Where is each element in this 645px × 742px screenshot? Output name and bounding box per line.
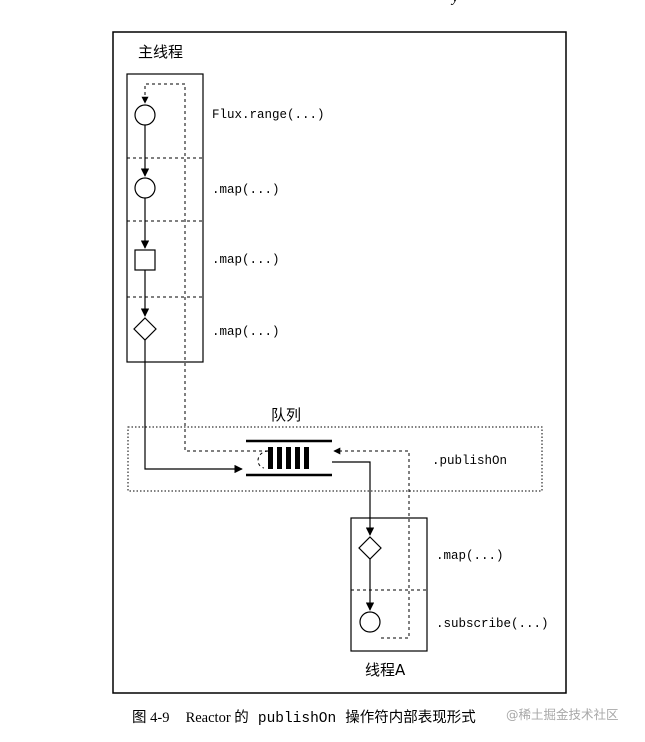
publishon-region xyxy=(127,426,543,492)
request-path-thread-a xyxy=(333,447,410,639)
main-thread-dividers xyxy=(127,157,203,298)
figure-caption: 图 4-9 Reactor 的 publishOn 操作符内部表现形式 xyxy=(132,707,476,727)
op-map-1: .map(...) xyxy=(212,183,280,197)
op-map-3: .map(...) xyxy=(212,325,280,339)
thread-a-box xyxy=(350,517,428,652)
header-fragment: y xyxy=(450,0,459,6)
caption-framework: Reactor 的 xyxy=(186,709,249,726)
thread-a-data-flow xyxy=(332,461,375,611)
main-thread-box xyxy=(126,73,204,363)
caption-suffix: 操作符内部表现形式 xyxy=(345,709,476,726)
map-node-1 xyxy=(134,177,156,199)
map-node-2 xyxy=(134,249,156,271)
map-node-3 xyxy=(133,317,157,341)
op-publishon: .publishOn xyxy=(432,454,507,468)
request-path-main xyxy=(141,83,268,452)
caption-prefix: 图 4-9 xyxy=(132,710,169,726)
queue-title: 队列 xyxy=(271,406,301,424)
source-node xyxy=(134,104,156,126)
caption-code: publishOn xyxy=(258,711,336,727)
op-flux-range: Flux.range(...) xyxy=(212,108,325,122)
watermark: @稀土掘金技术社区 xyxy=(506,707,619,722)
op-subscribe: .subscribe(...) xyxy=(436,617,549,631)
outer-frame xyxy=(112,31,567,694)
thread-a-title: 线程A xyxy=(365,661,406,679)
queue-icon xyxy=(246,439,332,477)
main-thread-title: 主线程 xyxy=(138,43,183,61)
thread-a-map-node xyxy=(358,536,382,560)
op-map-2: .map(...) xyxy=(212,253,280,267)
queue-drain-loop xyxy=(257,450,269,469)
op-thread-a-map: .map(...) xyxy=(436,549,504,563)
main-data-flow xyxy=(140,125,243,474)
subscriber-node xyxy=(359,611,381,633)
